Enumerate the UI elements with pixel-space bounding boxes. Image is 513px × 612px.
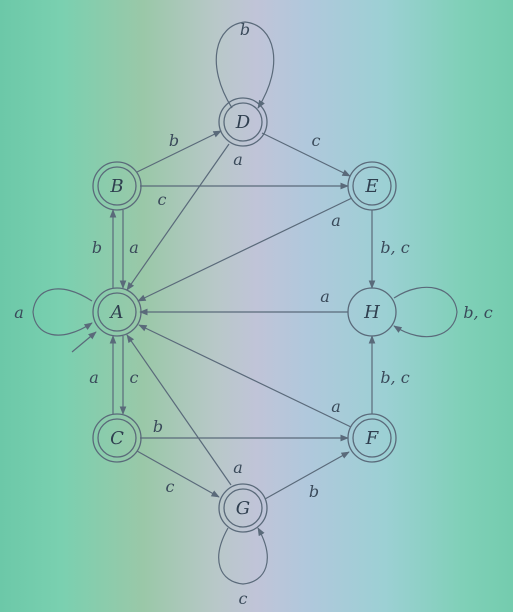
label-h-loop: b, c [463,303,492,322]
state-e: E [347,161,397,211]
state-g: G [218,483,268,533]
label-b-to-a: a [129,238,139,257]
label-b-to-d: b [169,131,179,150]
label-e-to-a: a [331,211,341,230]
edge-g-to-f [264,451,350,500]
edge-d-loop [215,21,275,109]
label-d-loop: b [240,20,250,39]
label-d-to-e: c [312,131,321,150]
label-a-to-b: b [92,238,102,257]
label-g-to-f: b [309,482,319,501]
label-f-to-h: b, c [380,368,409,387]
edge-f-to-a [138,324,352,428]
edge-b-to-d [136,130,222,173]
state-h: H [347,287,397,337]
state-a: A [92,287,142,337]
label-c-to-f: b [153,417,163,436]
label-a-loop: a [14,303,24,322]
state-h-label: H [363,302,380,323]
state-f: F [347,413,397,463]
state-f-label: F [365,428,380,449]
state-c: C [92,413,142,463]
state-b-label: B [109,176,123,197]
edge-g-loop [218,527,268,585]
state-c-label: C [110,428,124,449]
label-b-to-e: c [158,190,167,209]
label-e-to-h: b, c [380,238,409,257]
state-a-label: A [109,302,124,323]
label-d-to-a: a [233,150,243,169]
label-c-to-g: c [166,477,175,496]
edge-h-loop [393,286,458,338]
edge-d-to-a [126,143,230,291]
edge-e-to-a [137,197,353,302]
edge-g-to-a [126,334,232,486]
start-arrow [71,331,97,353]
edge-d-to-e [261,132,351,177]
state-d-label: D [235,112,251,133]
state-g-label: G [236,498,250,519]
label-g-loop: c [239,589,248,608]
label-h-to-a: a [320,287,330,306]
label-g-to-a: a [233,458,243,477]
edge-a-loop [32,288,93,336]
label-c-to-a: a [89,368,99,387]
label-f-to-a: a [331,397,341,416]
state-d: D [218,97,268,147]
state-b: B [92,161,142,211]
state-e-label: E [364,176,378,197]
edge-c-to-g [136,450,220,498]
label-a-to-c: c [130,368,139,387]
